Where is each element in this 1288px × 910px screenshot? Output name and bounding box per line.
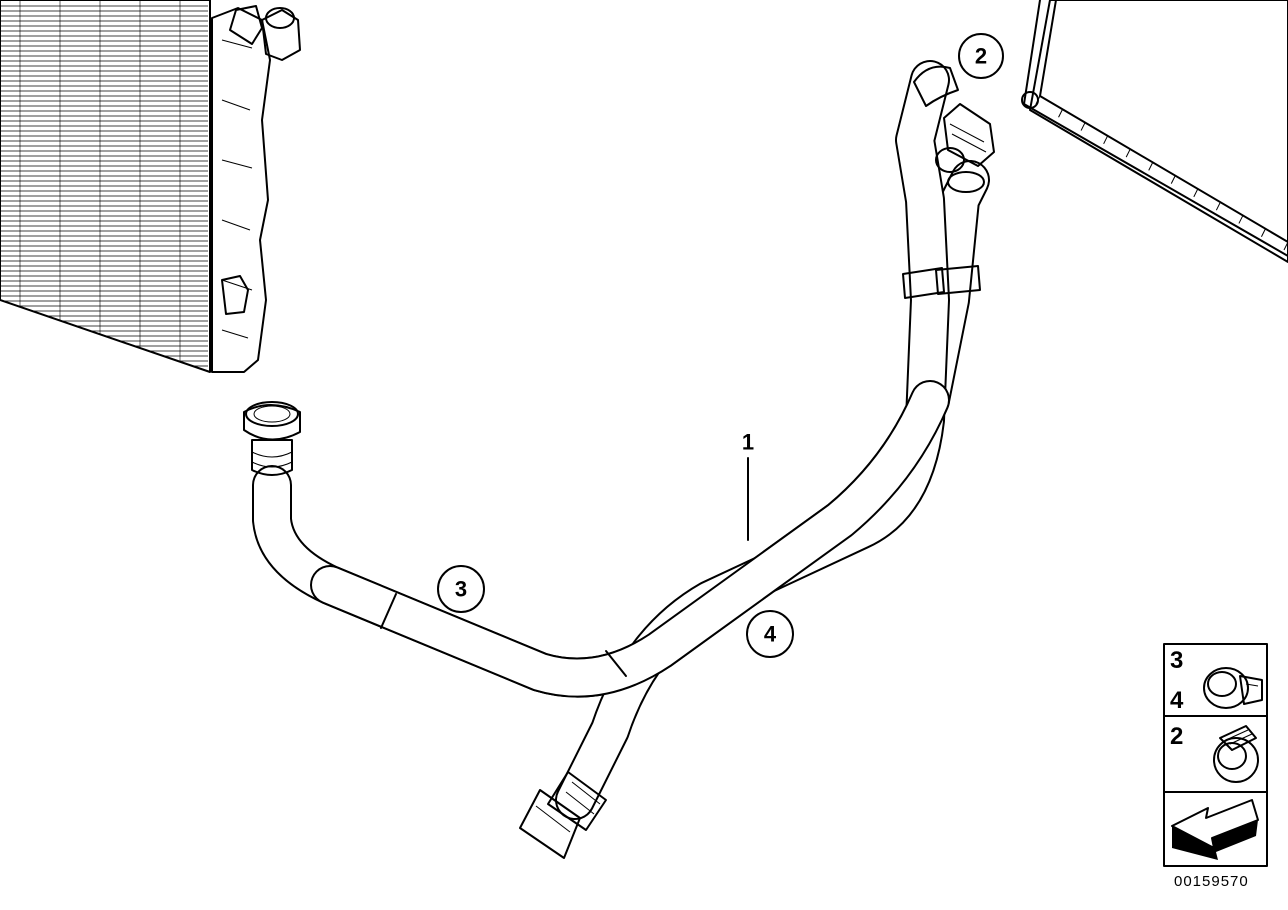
callout-2: 2 [958,33,1004,79]
clamp-band-icon [1203,667,1263,709]
left-radiator [0,0,301,373]
parts-legend: 3 4 2 [1163,643,1268,867]
callout-1: 1 [742,430,754,455]
callout-3: 3 [437,565,485,613]
quick-connector-top [935,103,995,173]
legend-number-3: 3 [1170,647,1183,674]
hose-part-3-front [310,380,950,698]
callout-1-label: 1 [742,430,754,455]
right-radiator [1021,0,1288,263]
callout-3-label: 3 [455,577,467,602]
quick-connector-left [243,401,301,476]
callout-2-label: 2 [975,44,987,69]
arrow-icon [1171,799,1259,860]
hose-clamp-top [902,265,981,299]
quick-connector-bottom [519,771,607,859]
legend-number-4: 4 [1170,687,1184,714]
callout-4-label: 4 [764,622,777,647]
callout-4: 4 [746,610,794,658]
screw-clamp-icon [1213,725,1259,783]
legend-number-2: 2 [1170,723,1183,750]
document-number: 00159570 [1174,873,1249,890]
